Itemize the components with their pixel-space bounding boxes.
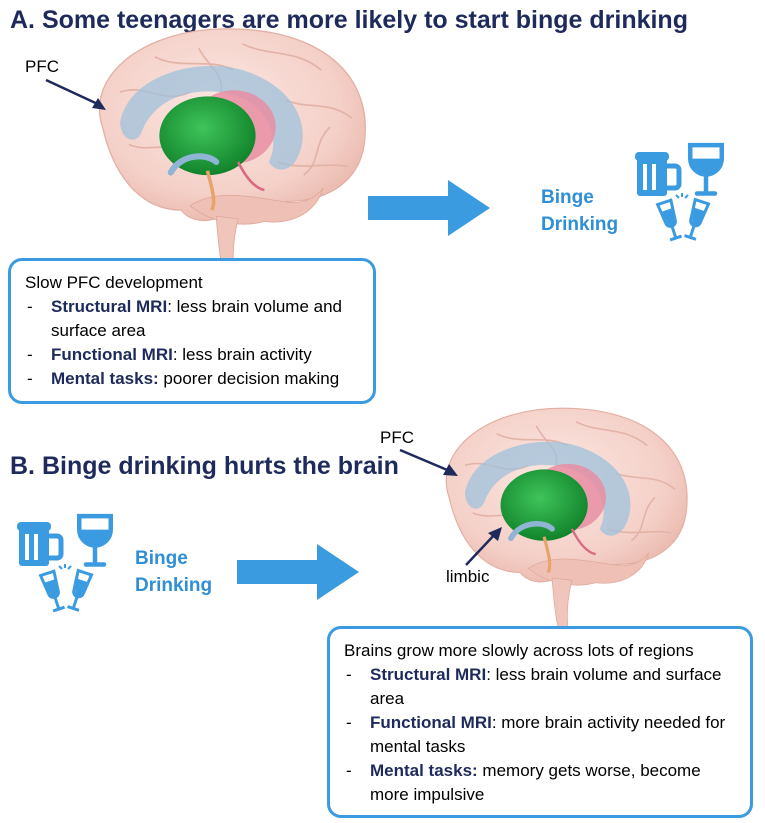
list-item: Functional MRI: less brain activity <box>25 343 361 367</box>
section-b-title: B. Binge drinking hurts the brain <box>10 452 399 480</box>
limbic-label: limbic <box>446 567 490 586</box>
section-b-findings-box: Brains grow more slowly across lots of r… <box>327 626 753 818</box>
pfc-label: PFC <box>380 428 414 447</box>
list-item: Mental tasks: memory gets worse, become … <box>344 759 740 807</box>
binge-line-1: Binge <box>541 187 594 208</box>
wine-glass-icon <box>77 516 113 568</box>
box-intro: Slow PFC development <box>25 273 203 292</box>
beer-mug-icon <box>633 148 683 198</box>
pfc-pointer-arrow-icon <box>45 78 106 110</box>
binge-line-1: Binge <box>135 548 188 569</box>
binge-line-2: Drinking <box>135 575 213 596</box>
arrow-right-icon <box>237 544 359 600</box>
box-intro: Brains grow more slowly across lots of r… <box>344 641 694 660</box>
limbic-pointer-arrow-icon <box>465 527 502 566</box>
champagne-toast-icon <box>39 562 94 615</box>
binge-line-2: Drinking <box>541 214 619 235</box>
binge-drinking-label: Binge Drinking <box>541 184 618 238</box>
list-item: Mental tasks: poorer decision making <box>25 367 361 391</box>
champagne-toast-icon <box>656 191 711 244</box>
list-item: Structural MRI: less brain volume and su… <box>344 663 740 711</box>
brain-icon <box>410 402 710 624</box>
wine-glass-icon <box>688 145 724 197</box>
pfc-pointer-arrow-icon <box>399 448 458 476</box>
pfc-label: PFC <box>25 57 59 76</box>
binge-drinking-label: Binge Drinking <box>135 545 212 599</box>
list-item: Functional MRI: more brain activity need… <box>344 711 740 759</box>
brain-icon <box>60 22 390 267</box>
section-a-title: A. Some teenagers are more likely to sta… <box>10 6 688 34</box>
findings-list: Structural MRI: less brain volume and su… <box>344 663 740 807</box>
beer-mug-icon <box>15 518 65 568</box>
findings-list: Structural MRI: less brain volume and su… <box>25 295 361 391</box>
arrow-right-icon <box>368 180 490 236</box>
list-item: Structural MRI: less brain volume and su… <box>25 295 361 343</box>
section-a-findings-box: Slow PFC development Structural MRI: les… <box>8 258 376 404</box>
